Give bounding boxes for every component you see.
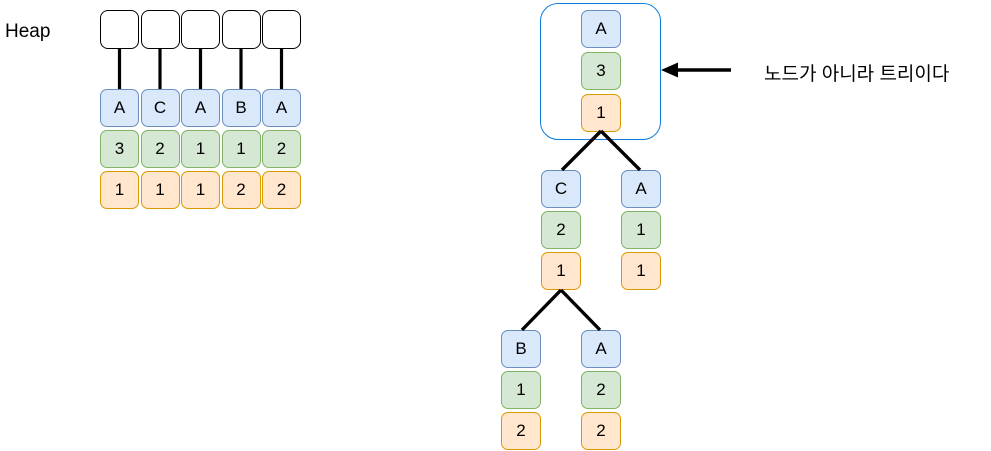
tree-edge: [520, 288, 563, 332]
heap-cell-order: 1: [181, 171, 220, 209]
heap-letter-row: A C A B A: [100, 89, 301, 127]
tree-child-left: C 2 1: [541, 170, 581, 290]
tree-cell-letter: B: [501, 330, 541, 368]
tree-cell-letter: C: [541, 170, 581, 208]
heap-slot-row: [100, 10, 301, 49]
tree-child-right: A 1 1: [621, 170, 661, 290]
heap-cell-letter: A: [262, 89, 301, 127]
heap-order-row: 1 1 1 2 2: [100, 171, 301, 209]
heap-slot: [181, 10, 220, 49]
heap-title: Heap: [5, 21, 51, 42]
tree-edge: [559, 288, 602, 332]
tree-cell-count: 2: [581, 371, 621, 409]
tree-cell-count: 3: [581, 52, 621, 90]
heap-cell-order: 1: [140, 171, 180, 209]
tree-cell-order: 1: [581, 94, 621, 132]
tree-grandchild-left: B 1 2: [501, 330, 541, 450]
heap-cell-letter: A: [181, 89, 220, 127]
heap-cell-letter: C: [140, 89, 180, 127]
tree-cell-order: 1: [541, 252, 581, 290]
tree-cell-count: 1: [621, 211, 661, 249]
tree-grandchild-right: A 2 2: [581, 330, 621, 450]
heap-slot: [100, 10, 139, 49]
heap-cell-count: 3: [100, 130, 139, 168]
heap-cell-count: 1: [181, 130, 220, 168]
tree-cell-letter: A: [581, 10, 621, 48]
tree-cell-count: 1: [501, 371, 541, 409]
heap-cell-order: 2: [221, 171, 261, 209]
heap-cell-count: 2: [262, 130, 301, 168]
tree-cell-letter: A: [621, 170, 661, 208]
heap-count-row: 3 2 1 1 2: [100, 130, 301, 168]
tree-cell-order: 2: [501, 412, 541, 450]
heap-cell-letter: A: [100, 89, 139, 127]
tree-cell-order: 2: [581, 412, 621, 450]
tree-cell-letter: A: [581, 330, 621, 368]
heap-cell-count: 2: [140, 130, 180, 168]
heap-slot: [221, 10, 261, 49]
tree-cell-count: 2: [541, 211, 581, 249]
tree-root-node: A 3 1: [581, 10, 621, 132]
heap-slot: [262, 10, 301, 49]
annotation-arrow-icon: [661, 62, 731, 78]
heap-slot: [140, 10, 180, 49]
heap-cell-letter: B: [221, 89, 261, 127]
heap-cell-order: 1: [100, 171, 139, 209]
heap-cell-order: 2: [262, 171, 301, 209]
tree-cell-order: 1: [621, 252, 661, 290]
annotation-text: 노드가 아니라 트리이다: [764, 64, 950, 85]
heap-cell-count: 1: [221, 130, 261, 168]
